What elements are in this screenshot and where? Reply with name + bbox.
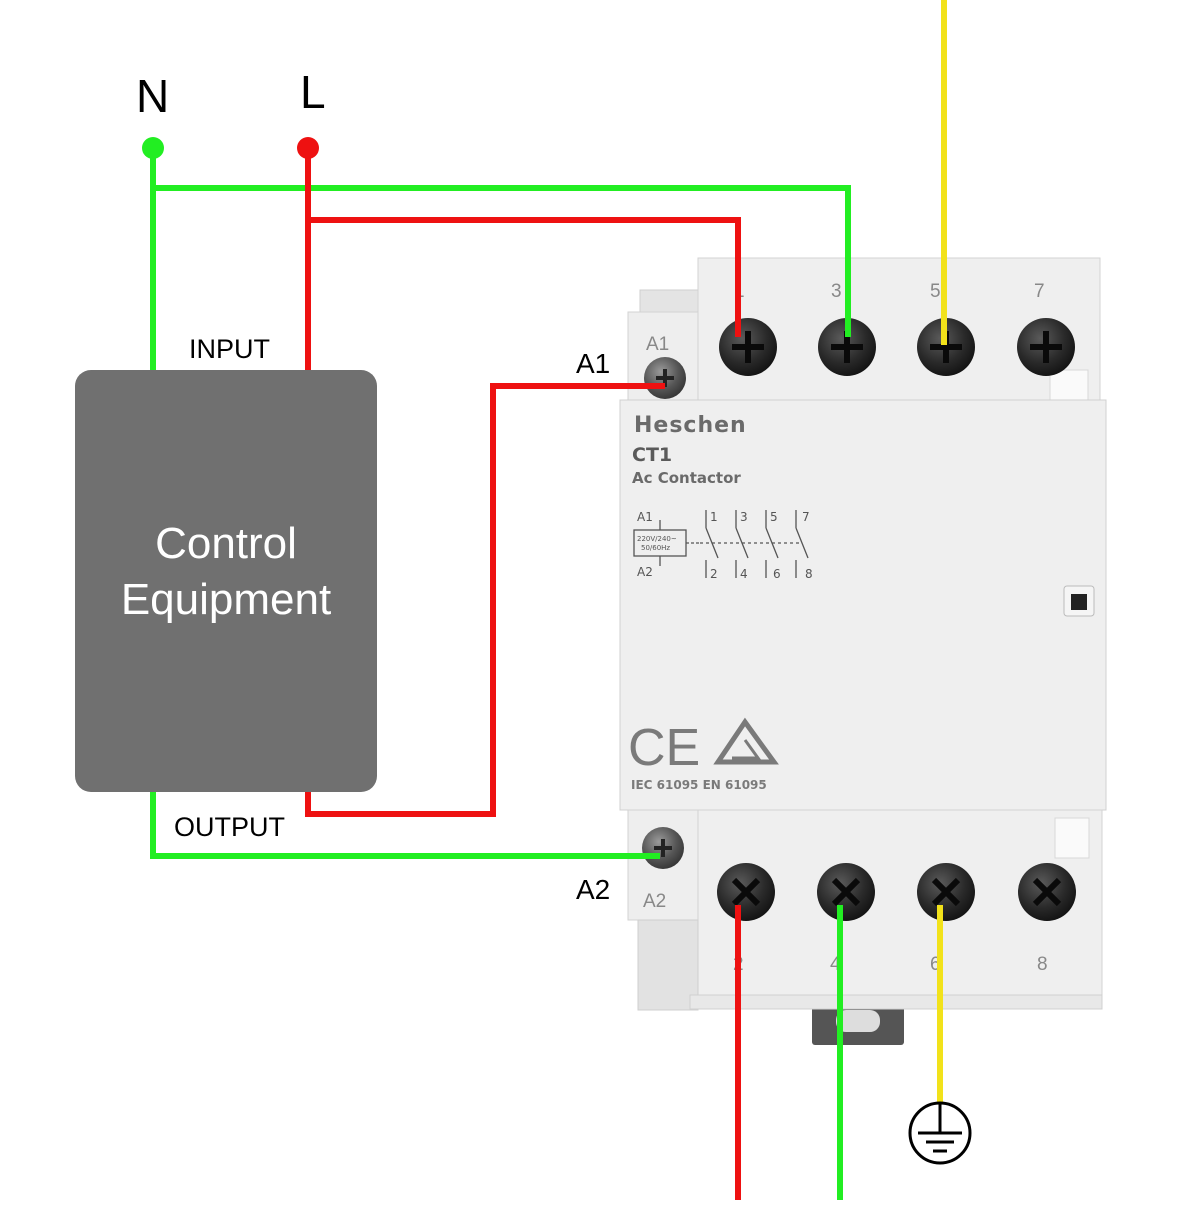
schematic-contact-7: 7 xyxy=(802,510,810,524)
a1-side-label: A1 xyxy=(576,348,610,379)
schematic-contact-4: 4 xyxy=(740,567,748,581)
control-equipment-box xyxy=(75,370,377,792)
control-equipment-line1: Control xyxy=(155,519,297,568)
contactor-front-face xyxy=(619,399,1107,811)
terminal-screw-1 xyxy=(719,318,777,376)
standards-text: IEC 61095 EN 61095 xyxy=(631,778,767,792)
wire-output-to-a1 xyxy=(305,383,665,817)
terminal-label-5: 5 xyxy=(930,281,941,302)
terminal-label-7: 7 xyxy=(1034,281,1045,302)
terminal-screw-4 xyxy=(817,863,875,921)
coil-rating-1: 220V/240~ xyxy=(637,535,677,543)
schematic-a1: A1 xyxy=(637,510,653,524)
brand-name: Heschen xyxy=(634,413,747,438)
schematic-contact-5: 5 xyxy=(770,510,778,524)
schematic-contact-1: 1 xyxy=(710,510,718,524)
triangle-cert-mark xyxy=(713,717,779,765)
schematic-contact-2: 2 xyxy=(710,567,718,581)
schematic-contact-3: 3 xyxy=(740,510,748,524)
contactor: Heschen CT1 Ac Contactor A1 A2 220V/240~… xyxy=(619,257,1107,1045)
terminal-screw-6 xyxy=(917,863,975,921)
control-equipment: Control Equipment xyxy=(75,370,377,792)
wire-output-to-a2 xyxy=(150,792,660,859)
coil-terminal-label-a2: A2 xyxy=(643,891,666,912)
coil-terminal-label-a1: A1 xyxy=(646,334,669,355)
terminal-screw-8 xyxy=(1018,863,1076,921)
input-label: INPUT xyxy=(189,334,270,364)
control-equipment-line2: Equipment xyxy=(121,575,331,624)
terminal-label-6: 6 xyxy=(930,954,941,975)
coil-rating-2: 50/60Hz xyxy=(641,544,670,552)
terminal-label-4: 4 xyxy=(830,954,841,975)
wire-neutral-to-terminal-3 xyxy=(153,185,851,337)
terminal-screw-7 xyxy=(1017,318,1075,376)
device-subtitle: Ac Contactor xyxy=(632,469,741,487)
ground-symbol xyxy=(908,1101,972,1165)
wire-line-to-terminal-1 xyxy=(308,217,741,337)
schematic-contact-8: 8 xyxy=(805,567,813,581)
a2-side-label: A2 xyxy=(576,874,610,905)
coil-screw-a2 xyxy=(642,827,684,869)
line-label: L xyxy=(300,66,326,118)
coil-screw-a1 xyxy=(644,357,686,399)
terminal-label-8: 8 xyxy=(1037,954,1048,975)
terminal-label-3: 3 xyxy=(831,281,842,302)
neutral-terminal-dot xyxy=(142,137,164,159)
wires xyxy=(150,0,947,1200)
internal-schematic xyxy=(633,510,809,578)
neutral-label: N xyxy=(136,70,169,122)
ce-mark: CE xyxy=(628,719,700,777)
model-name: CT1 xyxy=(632,444,672,466)
terminal-screw-2 xyxy=(717,863,775,921)
output-label: OUTPUT xyxy=(174,812,285,842)
schematic-a2: A2 xyxy=(637,565,653,579)
line-terminal-dot xyxy=(297,137,319,159)
schematic-contact-6: 6 xyxy=(773,567,781,581)
